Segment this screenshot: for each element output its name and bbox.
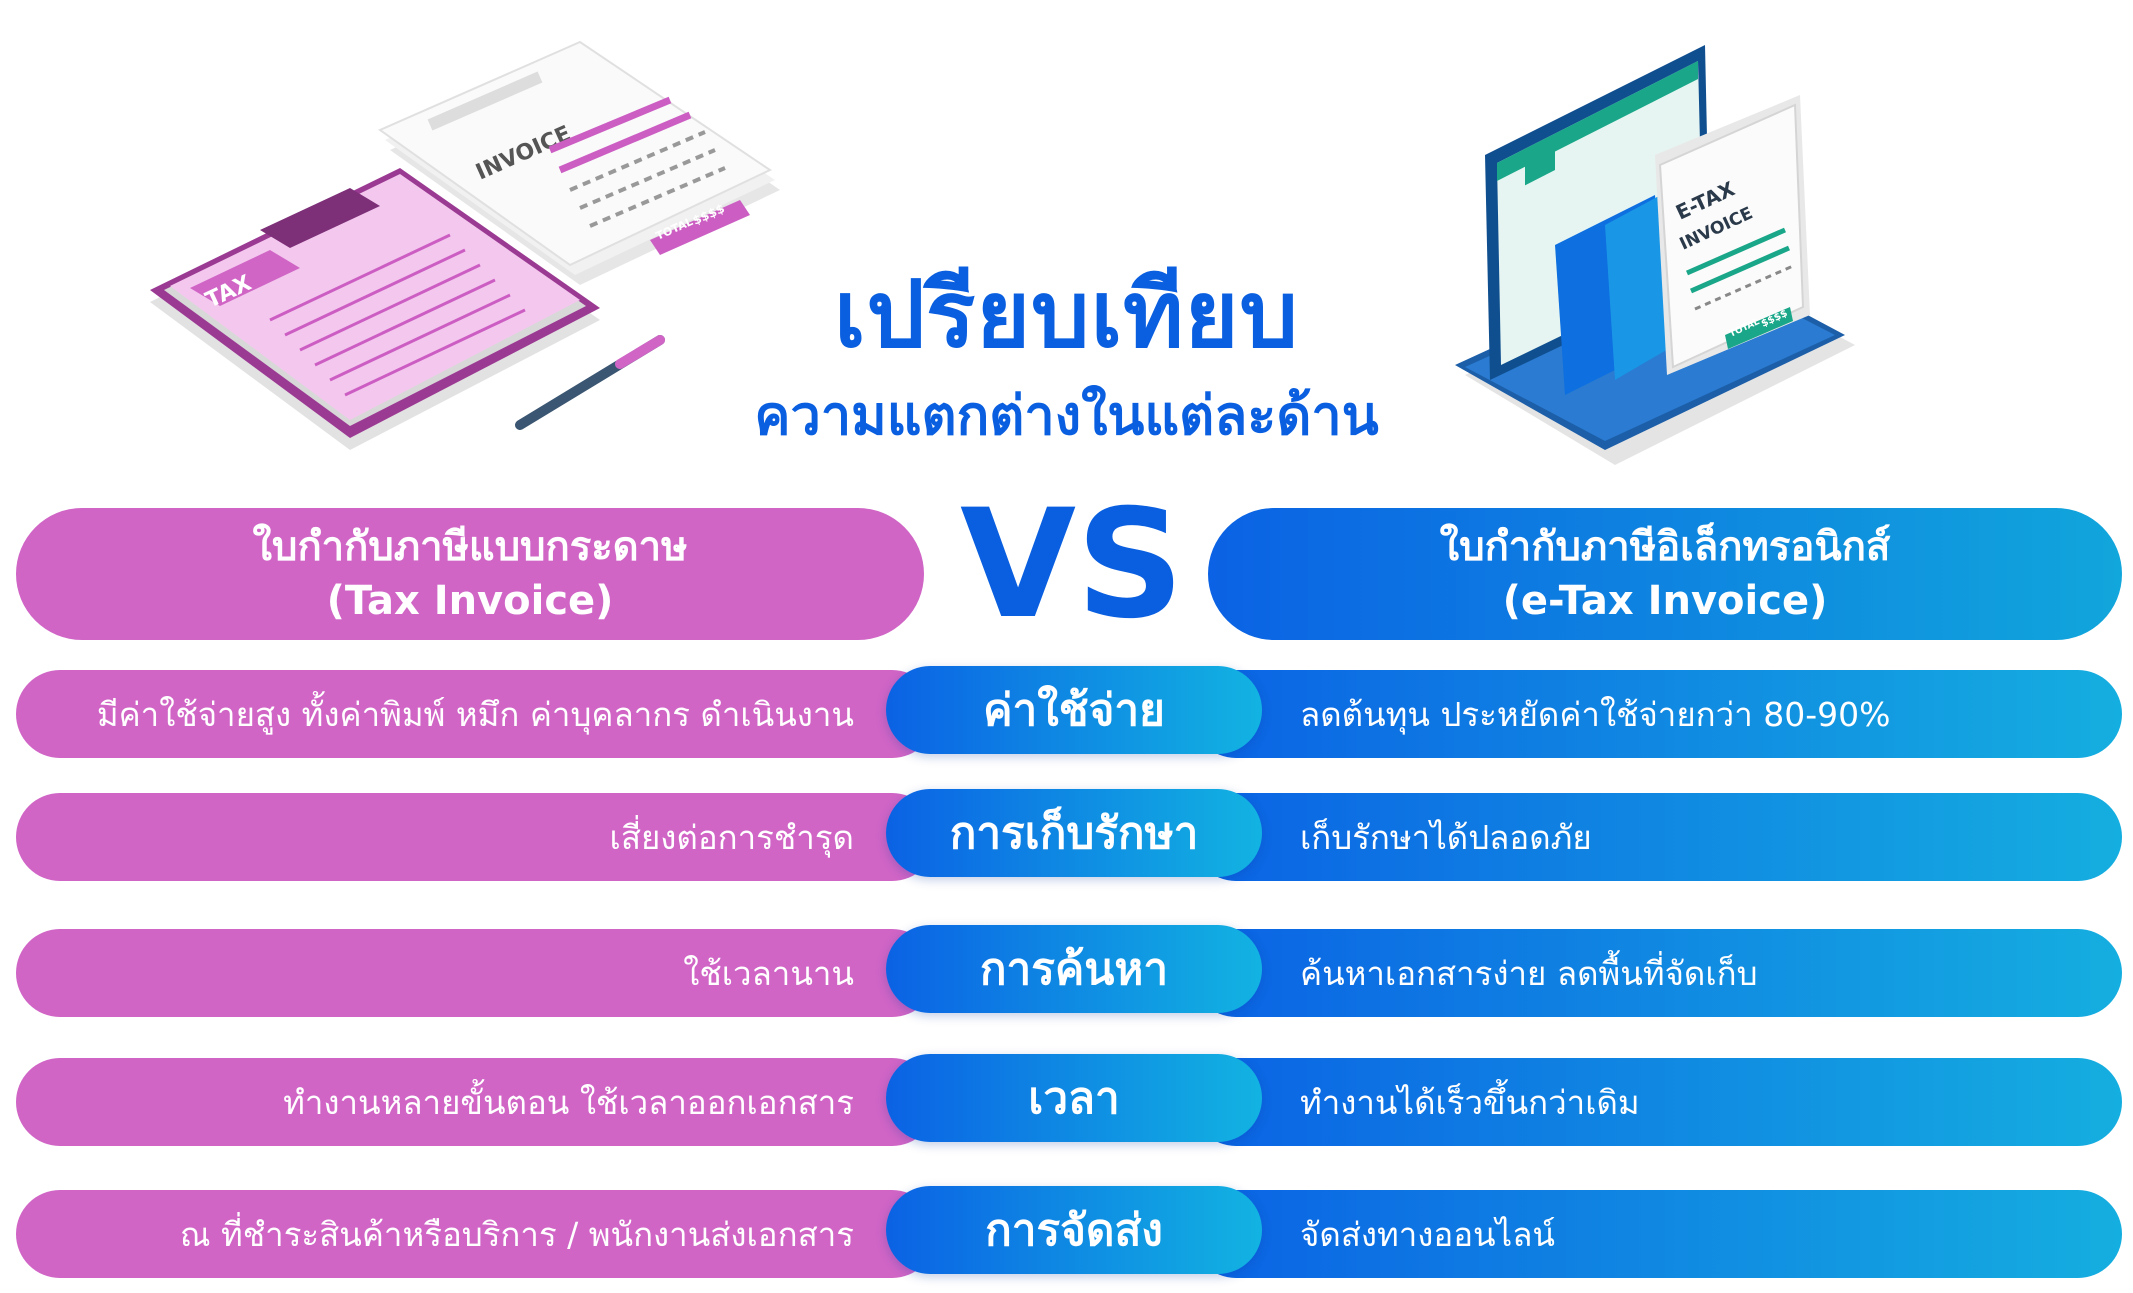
etax-invoice-header: ใบกำกับภาษีอิเล็กทรอนิกส์ (e-Tax Invoice… [1208, 508, 2122, 640]
paper-invoice-name-en: (Tax Invoice) [326, 578, 614, 624]
category-label: การเก็บรักษา [949, 808, 1199, 859]
paper-row-search: ใช้เวลานาน [16, 929, 936, 1017]
page-title: เปรียบเทียบ [834, 261, 1299, 368]
etax-document-icon: E-TAX INVOICE TOTAL $$$$ [1655, 95, 1810, 375]
paper-row-text: มีค่าใช้จ่ายสูง ทั้งค่าพิมพ์ หมึก ค่าบุค… [96, 694, 854, 734]
paper-invoice-name-th: ใบกำกับภาษีแบบกระดาษ [252, 524, 688, 570]
paper-row-text: ณ ที่ชำระสินค้าหรือบริการ / พนักงานส่งเอ… [179, 1214, 854, 1254]
category-pill-storage: การเก็บรักษา [886, 789, 1262, 877]
paper-row-cost: มีค่าใช้จ่ายสูง ทั้งค่าพิมพ์ หมึก ค่าบุค… [16, 670, 936, 758]
etax-row-text: ลดต้นทุน ประหยัดค่าใช้จ่ายกว่า 80-90% [1300, 694, 1891, 734]
folder-icon [1555, 190, 1675, 395]
paper-row-text: ใช้เวลานาน [683, 953, 854, 993]
etax-laptop-illustration: E-TAX INVOICE TOTAL $$$$ [1455, 45, 1875, 465]
etax-row-storage: เก็บรักษาได้ปลอดภัย [1192, 793, 2122, 881]
etax-invoice-name-en: (e-Tax Invoice) [1502, 578, 1828, 624]
etax-row-text: จัดส่งทางออนไลน์ [1300, 1214, 1555, 1254]
paper-row-time: ทำงานหลายขั้นตอน ใช้เวลาออกเอกสาร [16, 1058, 936, 1146]
category-label: ค่าใช้จ่าย [983, 685, 1165, 736]
category-label: การค้นหา [979, 944, 1169, 995]
paper-invoice-illustration: INVOICE TOTAL $$$$ TAX [150, 40, 800, 460]
etax-row-text: ทำงานได้เร็วขึ้นกว่าเดิม [1300, 1082, 1640, 1122]
category-pill-cost: ค่าใช้จ่าย [886, 666, 1262, 754]
paper-invoice-header: ใบกำกับภาษีแบบกระดาษ (Tax Invoice) [16, 508, 924, 640]
category-pill-delivery: การจัดส่ง [886, 1186, 1262, 1274]
etax-invoice-name-th: ใบกำกับภาษีอิเล็กทรอนิกส์ [1439, 524, 1891, 570]
paper-row-text: เสี่ยงต่อการชำรุด [609, 817, 854, 857]
etax-row-text: ค้นหาเอกสารง่าย ลดพื้นที่จัดเก็บ [1300, 953, 1758, 993]
etax-row-delivery: จัดส่งทางออนไลน์ [1192, 1190, 2122, 1278]
pen-icon [515, 335, 665, 430]
page-subtitle: ความแตกต่างในแต่ละด้าน [754, 384, 1379, 447]
paper-row-text: ทำงานหลายขั้นตอน ใช้เวลาออกเอกสาร [283, 1082, 854, 1122]
category-pill-time: เวลา [886, 1054, 1262, 1142]
paper-row-storage: เสี่ยงต่อการชำรุด [16, 793, 936, 881]
category-pill-search: การค้นหา [886, 925, 1262, 1013]
paper-row-delivery: ณ ที่ชำระสินค้าหรือบริการ / พนักงานส่งเอ… [16, 1190, 936, 1278]
etax-row-text: เก็บรักษาได้ปลอดภัย [1300, 817, 1592, 857]
etax-row-time: ทำงานได้เร็วขึ้นกว่าเดิม [1192, 1058, 2122, 1146]
category-label: การจัดส่ง [985, 1205, 1163, 1256]
etax-row-search: ค้นหาเอกสารง่าย ลดพื้นที่จัดเก็บ [1192, 929, 2122, 1017]
vs-label: VS [960, 478, 1185, 652]
invoice-sheet-icon: INVOICE TOTAL $$$$ [377, 40, 780, 285]
category-label: เวลา [1028, 1073, 1120, 1124]
etax-row-cost: ลดต้นทุน ประหยัดค่าใช้จ่ายกว่า 80-90% [1192, 670, 2122, 758]
tax-clipboard-icon: TAX [150, 168, 600, 450]
